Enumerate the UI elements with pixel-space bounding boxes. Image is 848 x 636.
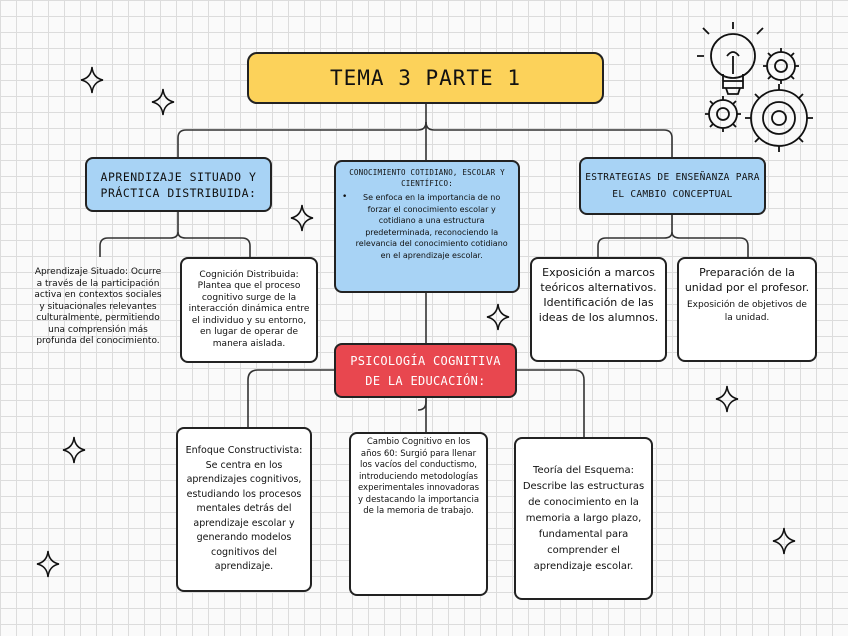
node-cognitive-change-60s-text: Cambio Cognitivo en los años 60: Surgió … <box>357 437 480 516</box>
branch-header-center: CONOCIMIENTO COTIDIANO, ESCOLAR Y CIENTÍ… <box>349 168 505 188</box>
node-distributed-cognition: Cognición Distribuida: Plantea que el pr… <box>180 257 318 363</box>
node-constructivist-approach: Enfoque Constructivista: Se centra en lo… <box>176 427 312 592</box>
sparkle-icon <box>151 88 175 116</box>
node-unit-objectives-text: Exposición de objetivos de la unidad. <box>687 300 807 323</box>
map-title: TEMA 3 PARTE 1 <box>329 66 521 90</box>
lightbulb-gears-icon <box>697 22 813 152</box>
node-schema-theory: Teoría del Esquema: Describe las estruct… <box>514 437 653 600</box>
node-distributed-cognition-text: Cognición Distribuida: Plantea que el pr… <box>188 269 310 349</box>
node-alternative-frameworks: Exposición a marcos teóricos alternativo… <box>530 257 667 362</box>
branch-header-right: ESTRATEGIAS DE ENSEÑANZA PARA EL CAMBIO … <box>585 172 760 200</box>
node-unit-preparation-text: Preparación de la unidad por el profesor… <box>684 266 810 294</box>
node-alternative-frameworks-text: Exposición a marcos teóricos alternativo… <box>538 266 659 324</box>
sparkle-icon <box>772 527 796 555</box>
node-cognitive-change-60s: Cambio Cognitivo en los años 60: Surgió … <box>349 432 488 596</box>
sparkle-icon <box>36 550 60 578</box>
bullet-icon: • <box>342 192 348 202</box>
node-schema-theory-text: Teoría del Esquema: Describe las estruct… <box>522 464 645 572</box>
node-situated-learning: Aprendizaje Situado: Ocurre a través de … <box>26 257 170 358</box>
node-unit-preparation: Preparación de la unidad por el profesor… <box>677 257 817 362</box>
node-situated-learning-text: Aprendizaje Situado: Ocurre a través de … <box>34 267 162 347</box>
sparkle-icon <box>62 436 86 464</box>
title-box: TEMA 3 PARTE 1 <box>247 52 604 104</box>
node-constructivist-approach-text: Enfoque Constructivista: Se centra en lo… <box>185 445 303 573</box>
branch-center-bullet-text: Se enfoca en la importancia de no forzar… <box>355 193 508 260</box>
branch-center-bullet: • Se enfoca en la importancia de no forz… <box>342 192 512 261</box>
sparkle-icon <box>290 204 314 232</box>
sparkle-icon <box>486 303 510 331</box>
branch-teaching-strategies: ESTRATEGIAS DE ENSEÑANZA PARA EL CAMBIO … <box>579 157 766 215</box>
sparkle-icon <box>80 66 104 94</box>
node-cognitive-psychology-header: PSICOLOGÍA COGNITIVA DE LA EDUCACIÓN: <box>350 353 501 388</box>
sparkle-icon <box>715 385 739 413</box>
branch-header-left: APRENDIZAJE SITUADO Y PRÁCTICA DISTRIBUI… <box>100 169 257 200</box>
branch-situated-learning: APRENDIZAJE SITUADO Y PRÁCTICA DISTRIBUI… <box>85 157 272 212</box>
branch-everyday-knowledge: CONOCIMIENTO COTIDIANO, ESCOLAR Y CIENTÍ… <box>334 160 520 293</box>
node-cognitive-psychology: PSICOLOGÍA COGNITIVA DE LA EDUCACIÓN: <box>334 343 517 398</box>
